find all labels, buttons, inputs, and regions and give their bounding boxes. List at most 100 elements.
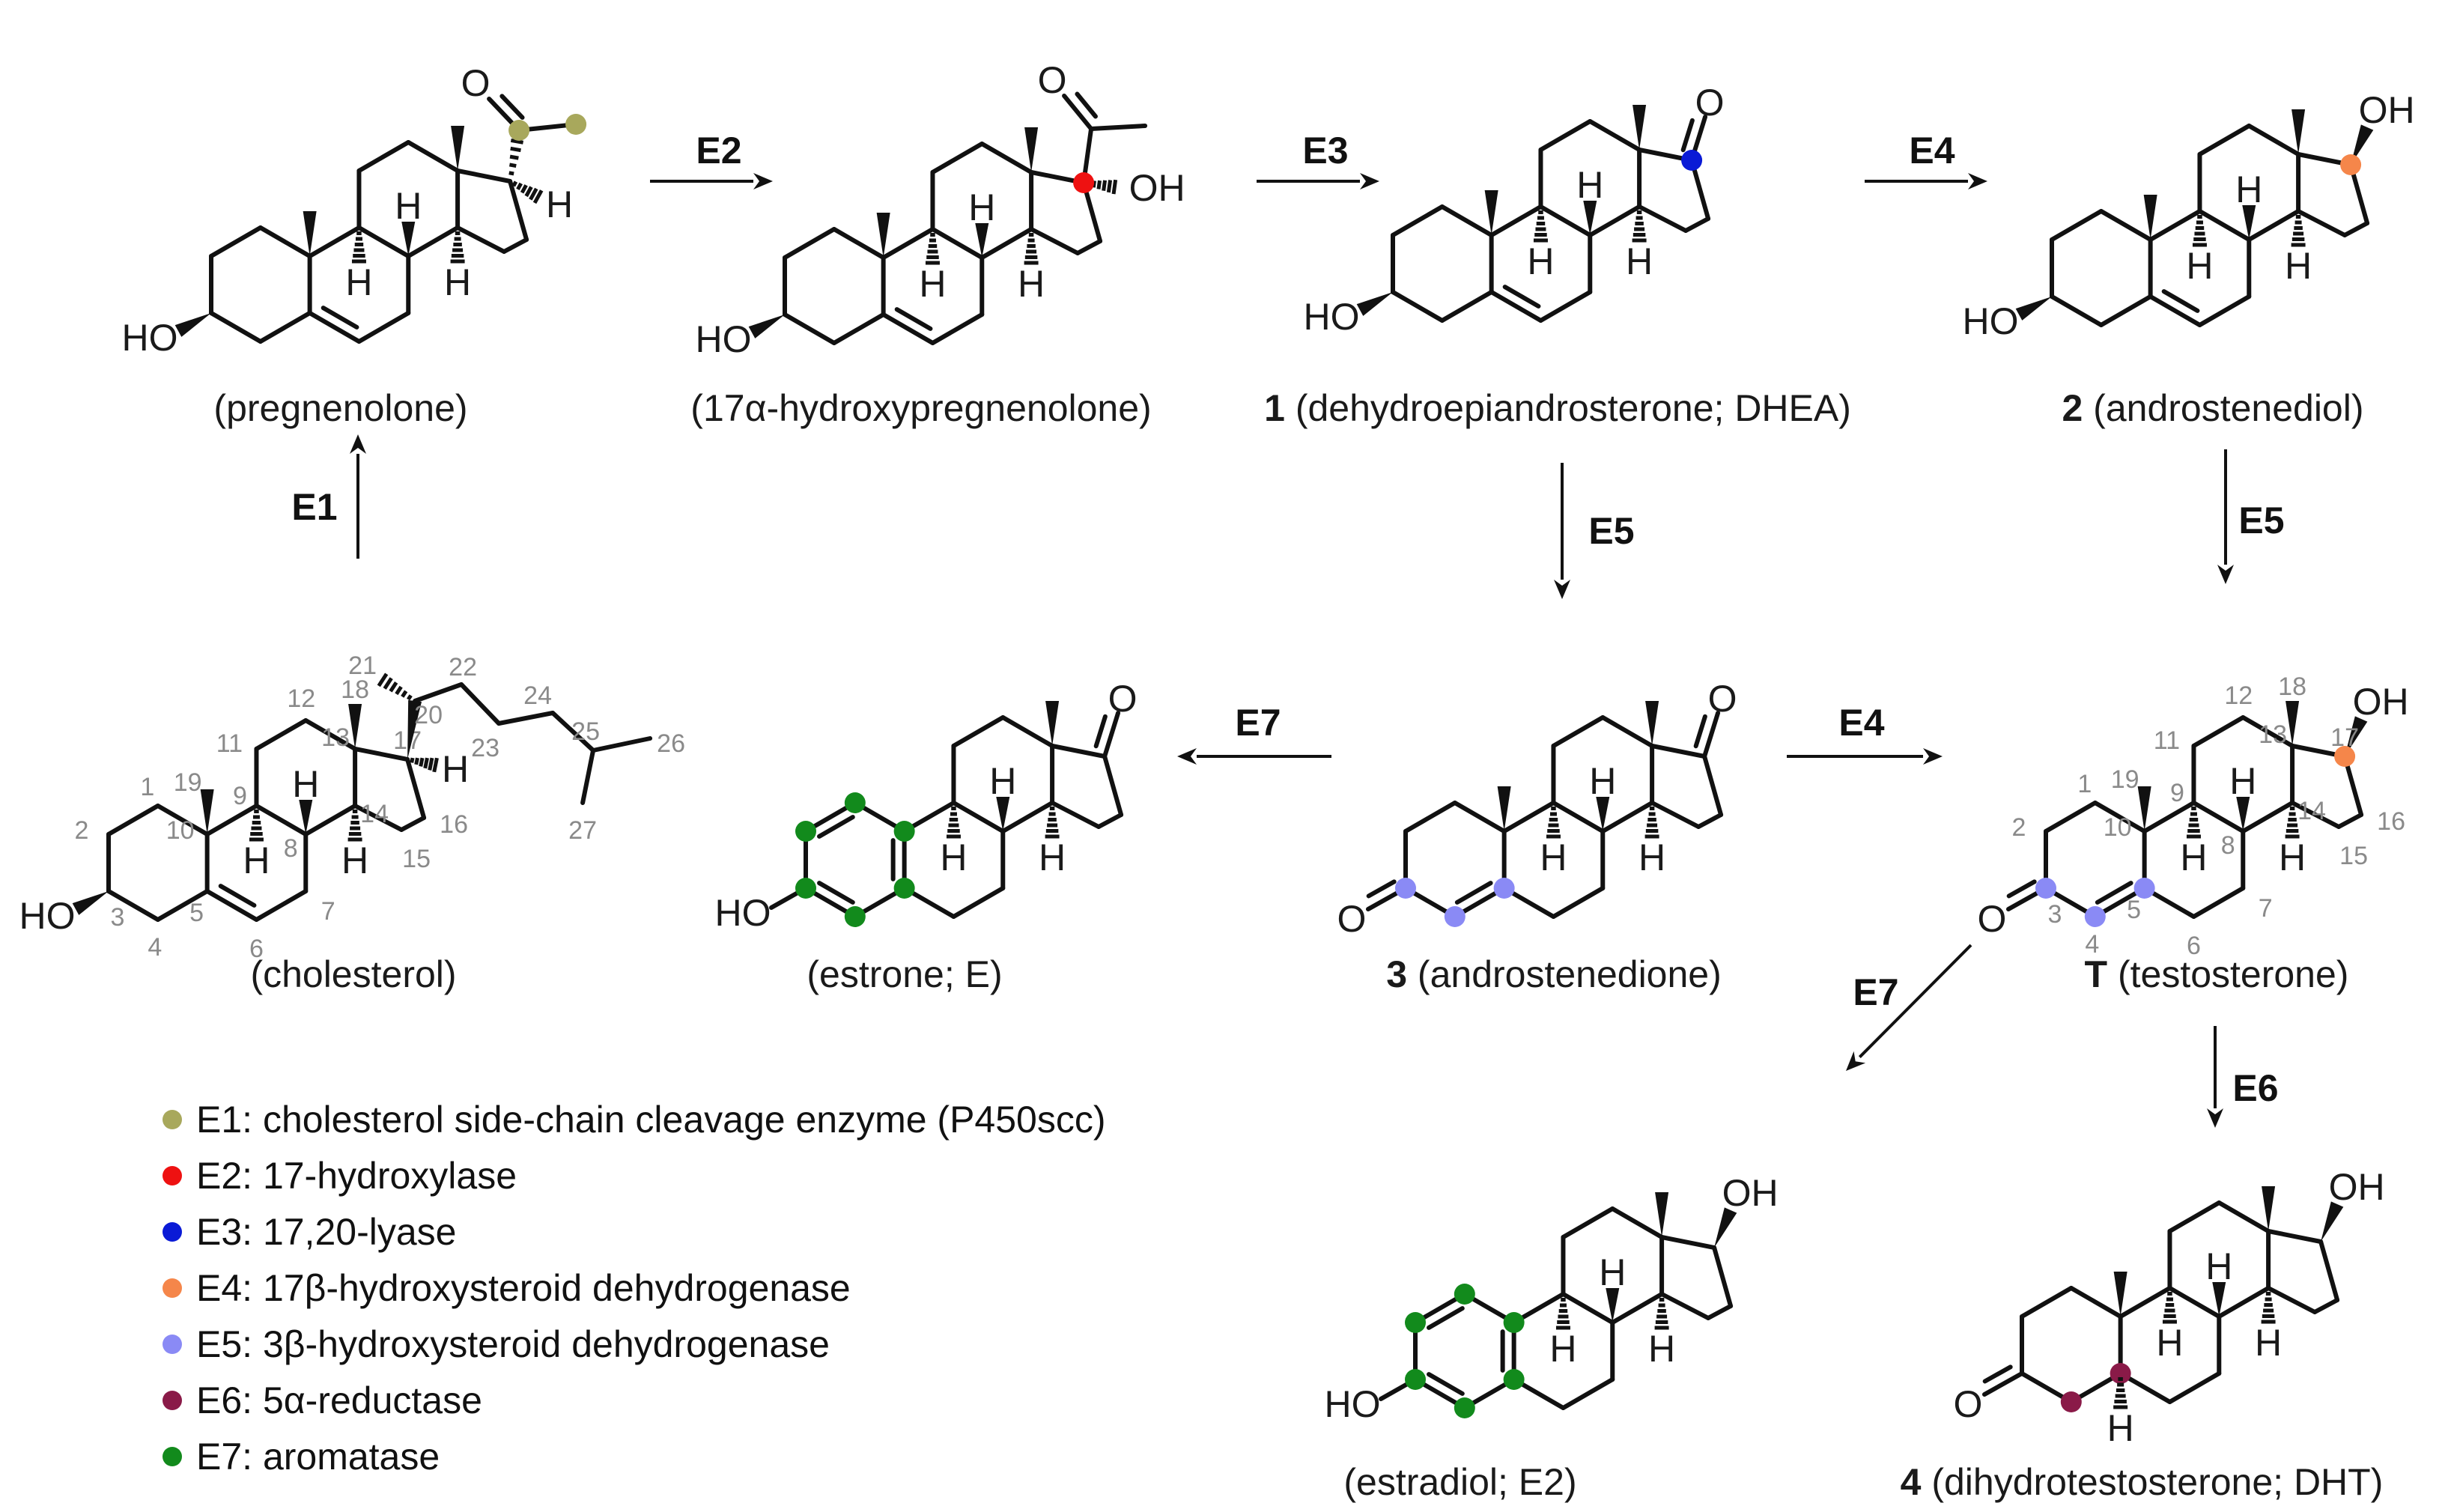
ring-bond xyxy=(1650,744,1707,759)
atom-number-10: 10 xyxy=(2104,813,2132,842)
c17-oh-wedge xyxy=(1714,1207,1737,1248)
h8-wedge xyxy=(299,800,313,834)
c21-methyl xyxy=(1089,124,1148,131)
hash-line xyxy=(511,180,518,187)
h14-hash xyxy=(1644,807,1659,839)
arrow-head xyxy=(753,173,773,189)
legend-item-e4: E4: 17β-hydroxysteroid dehydrogenase xyxy=(196,1267,851,1309)
h-atom-label: H xyxy=(1626,240,1653,282)
ring-bond xyxy=(1452,801,1507,834)
atom-number-5: 5 xyxy=(2127,896,2141,924)
h17-hash xyxy=(511,180,544,204)
h9-hash xyxy=(946,807,961,839)
ring-bond xyxy=(1403,801,1457,834)
h-atom-label: H xyxy=(940,837,967,878)
atom-number-6: 6 xyxy=(2187,932,2201,960)
ring-bond xyxy=(951,715,1006,748)
legend-dot-e3 xyxy=(163,1222,182,1242)
ring-bond xyxy=(1439,204,1494,237)
double-bond-c5-c6 xyxy=(307,311,362,344)
oxygen-label: O xyxy=(1695,82,1725,124)
double-bond-c5-c6 xyxy=(1489,290,1543,323)
arrow-label-e2: E2 xyxy=(696,130,741,171)
enzyme-site-c17 xyxy=(2340,154,2362,175)
methyl-c19 xyxy=(303,211,317,256)
atom-number-19: 19 xyxy=(174,768,202,797)
enzyme-site-c5 xyxy=(2133,878,2155,899)
legend-item-e1: E1: cholesterol side-chain cleavage enzy… xyxy=(196,1099,1106,1141)
legend-dot-e4 xyxy=(163,1278,182,1298)
enzyme-site-c2 xyxy=(795,821,816,842)
h-atom-label: H xyxy=(444,261,471,303)
hash-line xyxy=(395,685,403,696)
atom-number-13: 13 xyxy=(321,723,350,752)
ring-bond xyxy=(258,225,312,258)
ring-bond xyxy=(2217,1200,2271,1233)
ring-bond xyxy=(1050,744,1108,759)
ring-bond xyxy=(258,311,312,344)
hydroxyl-label: OH xyxy=(2329,1166,2385,1208)
h-atom-label: H xyxy=(2205,1245,2232,1287)
ring-bond xyxy=(2092,801,2147,834)
hash-line xyxy=(407,694,413,701)
double-bond-c5-c6-inner xyxy=(218,884,257,908)
c17-oh-wedge xyxy=(2351,124,2374,165)
arrow-shaft xyxy=(1858,944,1972,1058)
atom-number-27: 27 xyxy=(568,816,597,845)
atom-number-16: 16 xyxy=(2377,807,2405,836)
arrow-head xyxy=(1360,173,1379,189)
c17-carbonyl-inner xyxy=(1693,714,1707,749)
hash-line xyxy=(1106,180,1113,193)
hash-line xyxy=(383,677,393,690)
ring-bond xyxy=(2191,886,2246,919)
h-atom-label: H xyxy=(2255,1322,2282,1364)
arrow-e4-top xyxy=(1865,173,1987,189)
h14-hash xyxy=(2291,215,2306,247)
ring-bond xyxy=(406,225,461,258)
h8-wedge xyxy=(2242,205,2256,240)
ring-bond xyxy=(209,311,263,344)
h-atom-label: H xyxy=(2229,760,2256,802)
atom-number-18: 18 xyxy=(341,675,369,704)
legend-dot-e1 xyxy=(163,1110,182,1129)
h-atom-label: H xyxy=(2279,837,2306,878)
arrow-head xyxy=(2217,565,2234,584)
atom-number-7: 7 xyxy=(2259,894,2273,923)
ring-bond xyxy=(2318,1239,2340,1302)
ring-bond xyxy=(2050,294,2104,327)
ring-bond xyxy=(1000,801,1055,834)
ring-bond xyxy=(254,889,309,922)
atom-number-19: 19 xyxy=(2111,765,2139,794)
ring-bond xyxy=(2247,124,2301,157)
arrow-label-e5-left: E5 xyxy=(1588,510,1634,552)
atom-number-25: 25 xyxy=(571,717,600,746)
h9-hash xyxy=(2162,1292,2177,1324)
hash-line xyxy=(389,681,398,693)
ring-bond xyxy=(831,312,886,345)
h14-hash xyxy=(2261,1292,2276,1324)
h9-hash xyxy=(1555,1298,1570,1330)
h-atom-label: H xyxy=(2107,1407,2134,1449)
ring-bond xyxy=(455,225,507,254)
bond xyxy=(550,711,596,753)
arrow-label-e1: E1 xyxy=(291,486,337,528)
molecule-layer: HHHHOOHHHHHOOOHHHHHOOHHHHOOHHHHHO1234567… xyxy=(19,59,2415,1449)
hydroxyl-label: HO xyxy=(715,892,771,934)
double-bond-c5-c6 xyxy=(881,312,935,345)
ring-bond xyxy=(356,225,411,258)
hash-line xyxy=(1096,180,1102,189)
hydroxyl-label: OH xyxy=(2353,681,2409,723)
c17-carbonyl xyxy=(1102,711,1121,759)
c17-carbonyl-inner xyxy=(1680,118,1695,153)
ring-bond xyxy=(353,804,404,832)
arrow-head xyxy=(1177,748,1197,765)
ring-bond xyxy=(2044,801,2098,834)
h14-hash xyxy=(347,810,362,842)
h14-hash xyxy=(2285,807,2300,839)
h8-wedge xyxy=(1583,201,1597,235)
bond xyxy=(591,736,653,753)
